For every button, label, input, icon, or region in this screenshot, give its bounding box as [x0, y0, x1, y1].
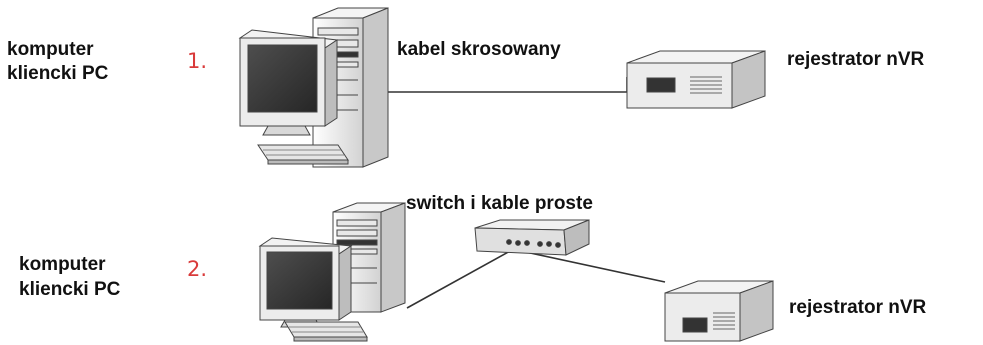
scenario-number-1: 1. [187, 49, 208, 73]
straight-cable-nvr [520, 250, 666, 283]
computer-icon-2 [258, 202, 406, 342]
connection-label-2: switch i kable proste [406, 193, 593, 214]
nvr-label-1: rejestrator nVR [787, 49, 925, 70]
nvr-recorder-icon-1 [626, 50, 766, 109]
crossover-cable [386, 77, 628, 93]
pc-label-2-line2: kliencki PC [19, 279, 121, 300]
computer-icon-1 [238, 7, 389, 168]
pc-label-1-line2: kliencki PC [7, 63, 109, 84]
pc-label-1-line1: komputer [7, 39, 94, 60]
scenario-number-2: 2. [187, 257, 208, 281]
nvr-recorder-icon-2 [664, 280, 774, 342]
network-switch-icon [474, 219, 590, 256]
connection-label-1: kabel skrosowany [397, 39, 561, 60]
nvr-label-2: rejestrator nVR [789, 297, 927, 318]
straight-cable-pc [406, 244, 522, 309]
pc-label-2-line1: komputer [19, 254, 106, 275]
